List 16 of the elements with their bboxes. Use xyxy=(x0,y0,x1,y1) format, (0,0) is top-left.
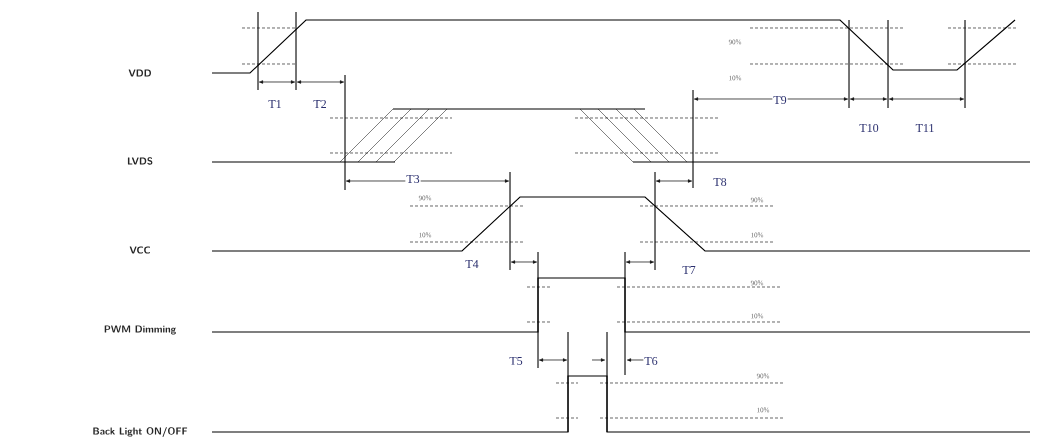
signal-name: Back Light ON/OFF xyxy=(93,427,188,437)
timing-label: T2 xyxy=(312,99,328,109)
timing-label: T10 xyxy=(858,122,880,134)
timing-label: T7 xyxy=(681,265,697,275)
signal-name: VDD xyxy=(128,69,151,77)
timing-label: T1 xyxy=(267,99,283,109)
timing-label: T8 xyxy=(712,176,728,188)
timing-label: T4 xyxy=(464,259,480,269)
signal-name: PWM Dimming xyxy=(104,325,177,335)
timing-label: T3 xyxy=(405,173,421,185)
timing-label: T9 xyxy=(772,94,788,106)
timing-label: T5 xyxy=(508,356,524,366)
signal-name: LVDS xyxy=(127,157,153,165)
timing-label: T6 xyxy=(643,355,659,367)
timing-label: T11 xyxy=(914,123,936,133)
signal-name: VCC xyxy=(129,246,150,254)
